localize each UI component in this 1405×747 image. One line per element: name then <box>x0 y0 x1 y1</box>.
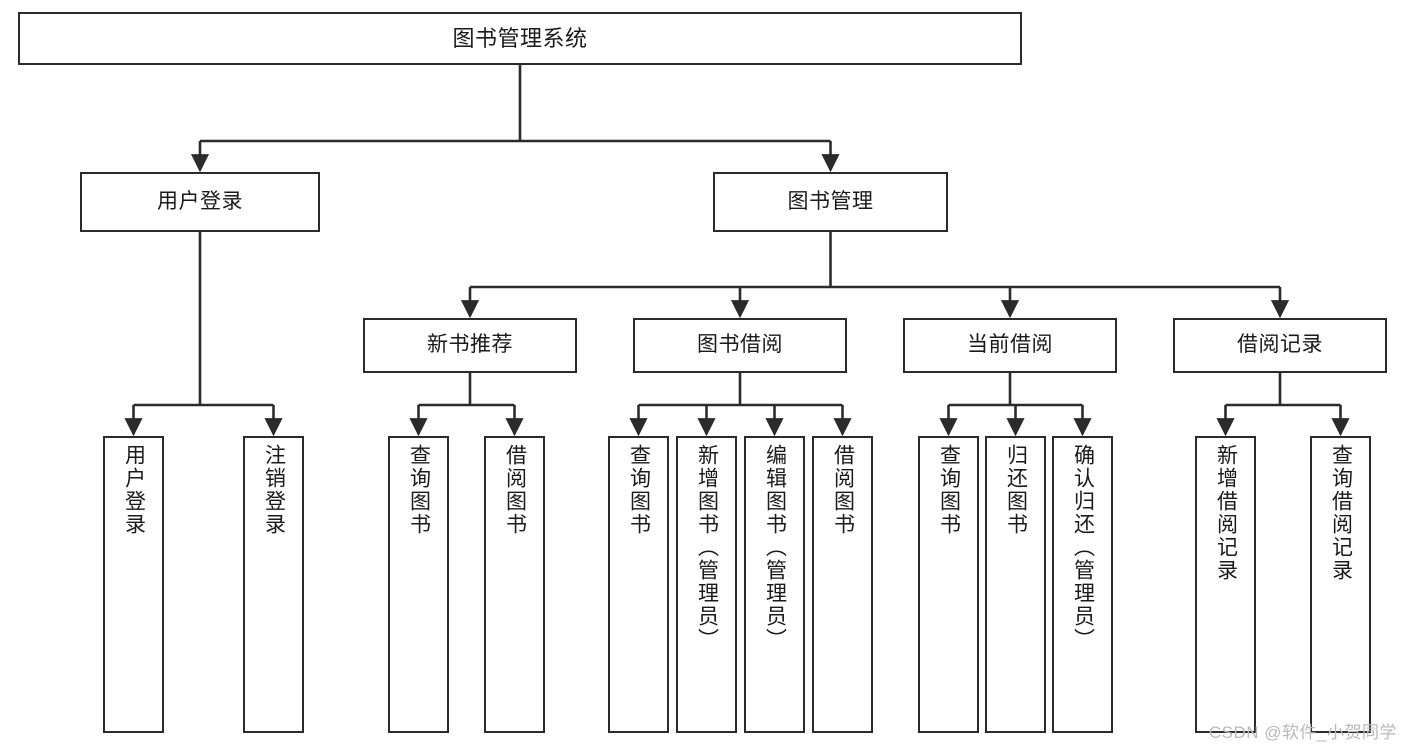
node-l5[interactable]: 查询图书 <box>608 436 669 733</box>
node-label: 借阅记录 <box>1237 333 1323 357</box>
node-n_log[interactable]: 借阅记录 <box>1173 318 1387 373</box>
node-label: 新增借阅记录 <box>1214 444 1238 582</box>
node-l13[interactable]: 查询借阅记录 <box>1310 436 1371 733</box>
node-root[interactable]: 图书管理系统 <box>18 12 1022 65</box>
node-label: 确认归还（管理员） <box>1071 444 1095 651</box>
node-label: 查询图书 <box>627 444 651 536</box>
node-label: 图书借阅 <box>697 333 783 357</box>
node-n_book[interactable]: 图书管理 <box>713 172 948 232</box>
node-label: 借阅图书 <box>503 444 527 536</box>
node-label: 注销登录 <box>262 444 286 536</box>
node-l12[interactable]: 新增借阅记录 <box>1195 436 1256 733</box>
node-l3[interactable]: 查询图书 <box>388 436 449 733</box>
node-label: 查询图书 <box>407 444 431 536</box>
node-l1[interactable]: 用户登录 <box>103 436 164 733</box>
node-l8[interactable]: 借阅图书 <box>812 436 873 733</box>
node-n_user[interactable]: 用户登录 <box>80 172 320 232</box>
node-label: 用户登录 <box>157 189 243 213</box>
node-l2[interactable]: 注销登录 <box>243 436 304 733</box>
node-n_borr[interactable]: 图书借阅 <box>633 318 847 373</box>
node-label: 编辑图书（管理员） <box>763 444 787 651</box>
node-label: 用户登录 <box>122 444 146 536</box>
node-label: 查询借阅记录 <box>1329 444 1353 582</box>
node-l9[interactable]: 查询图书 <box>918 436 979 733</box>
node-label: 图书管理系统 <box>452 25 588 51</box>
node-label: 查询图书 <box>937 444 961 536</box>
watermark: CSDN @软件_小贺同学 <box>1208 723 1397 742</box>
node-label: 新书推荐 <box>427 333 513 357</box>
node-l10[interactable]: 归还图书 <box>985 436 1046 733</box>
node-l7[interactable]: 编辑图书（管理员） <box>744 436 805 733</box>
node-n_rec[interactable]: 新书推荐 <box>363 318 577 373</box>
node-label: 新增图书（管理员） <box>695 444 719 651</box>
node-l4[interactable]: 借阅图书 <box>484 436 545 733</box>
node-l6[interactable]: 新增图书（管理员） <box>676 436 737 733</box>
node-n_cur[interactable]: 当前借阅 <box>903 318 1117 373</box>
node-label: 归还图书 <box>1004 444 1028 536</box>
node-label: 当前借阅 <box>967 333 1053 357</box>
node-label: 图书管理 <box>787 189 874 213</box>
node-label: 借阅图书 <box>831 444 855 536</box>
node-l11[interactable]: 确认归还（管理员） <box>1052 436 1113 733</box>
